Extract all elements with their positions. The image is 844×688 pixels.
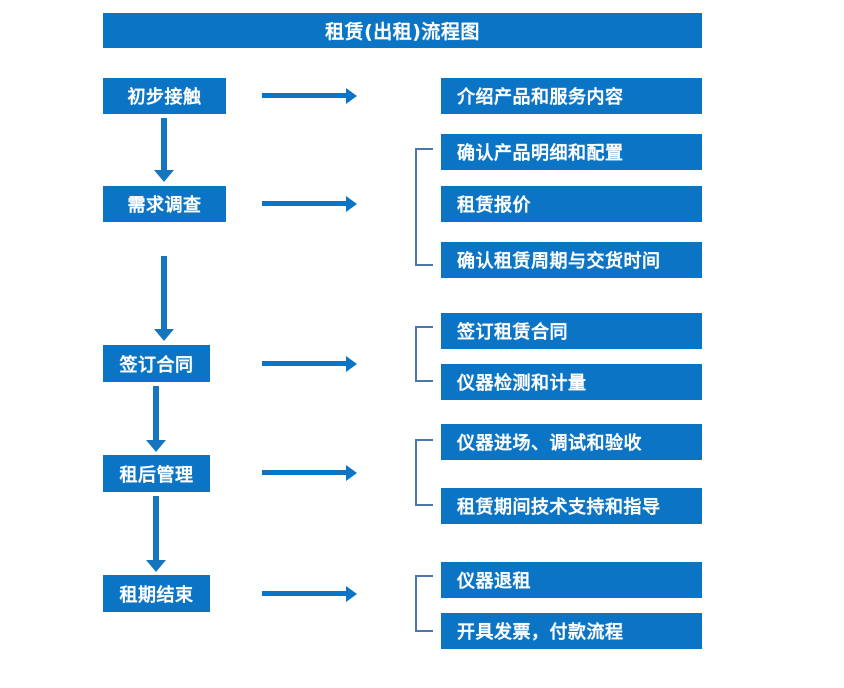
stage-label-1: 初步接触 bbox=[127, 87, 202, 108]
detail-label-10: 开具发票，付款流程 bbox=[457, 622, 624, 643]
horizontal-arrow-4 bbox=[262, 464, 357, 482]
horizontal-arrow-3 bbox=[262, 355, 357, 373]
detail-label-4: 确认租赁周期与交货时间 bbox=[457, 251, 661, 272]
stage-label-5: 租期结束 bbox=[119, 584, 194, 606]
detail-box-6[interactable]: 仪器检测和计量 bbox=[441, 364, 702, 400]
vertical-arrow-head bbox=[154, 170, 174, 182]
vertical-arrow-2 bbox=[154, 256, 174, 341]
group-bracket-2 bbox=[415, 326, 433, 382]
vertical-arrow-shaft bbox=[153, 496, 159, 560]
stage-box-3[interactable]: 签订合同 bbox=[103, 345, 210, 382]
horizontal-arrow-5 bbox=[262, 585, 357, 603]
horizontal-arrow-1 bbox=[262, 87, 357, 105]
stage-box-4[interactable]: 租后管理 bbox=[103, 455, 210, 492]
detail-box-9[interactable]: 仪器退租 bbox=[441, 562, 702, 598]
detail-box-5[interactable]: 签订租赁合同 bbox=[441, 313, 702, 349]
horizontal-arrow-head bbox=[346, 465, 357, 481]
vertical-arrow-shaft bbox=[161, 256, 167, 329]
horizontal-arrow-head bbox=[346, 196, 357, 212]
detail-box-8[interactable]: 租赁期间技术支持和指导 bbox=[441, 488, 702, 524]
vertical-arrow-head bbox=[154, 329, 174, 341]
horizontal-arrow-head bbox=[346, 88, 357, 104]
horizontal-arrow-head bbox=[346, 356, 357, 372]
stage-box-5[interactable]: 租期结束 bbox=[103, 575, 210, 612]
detail-label-3: 租赁报价 bbox=[457, 195, 531, 216]
vertical-arrow-4 bbox=[146, 496, 166, 572]
detail-box-10[interactable]: 开具发票，付款流程 bbox=[441, 613, 702, 649]
detail-label-6: 仪器检测和计量 bbox=[457, 373, 587, 394]
detail-box-4[interactable]: 确认租赁周期与交货时间 bbox=[441, 242, 702, 278]
vertical-arrow-1 bbox=[154, 118, 174, 182]
stage-box-2[interactable]: 需求调查 bbox=[103, 186, 226, 222]
vertical-arrow-head bbox=[146, 560, 166, 572]
detail-label-7: 仪器进场、调试和验收 bbox=[457, 433, 642, 454]
group-bracket-1 bbox=[415, 148, 433, 266]
diagram-title-bar: 租赁(出租)流程图 bbox=[103, 13, 702, 48]
vertical-arrow-head bbox=[146, 440, 166, 452]
group-bracket-3 bbox=[415, 439, 433, 506]
horizontal-arrow-shaft bbox=[262, 591, 346, 596]
stage-label-4: 租后管理 bbox=[119, 464, 194, 486]
horizontal-arrow-shaft bbox=[262, 201, 346, 206]
group-bracket-4 bbox=[415, 575, 433, 632]
detail-box-1[interactable]: 介绍产品和服务内容 bbox=[441, 78, 702, 114]
detail-label-5: 签订租赁合同 bbox=[457, 322, 568, 343]
stage-box-1[interactable]: 初步接触 bbox=[103, 78, 226, 114]
vertical-arrow-3 bbox=[146, 386, 166, 452]
detail-label-2: 确认产品明细和配置 bbox=[457, 143, 624, 164]
horizontal-arrow-2 bbox=[262, 195, 357, 213]
horizontal-arrow-shaft bbox=[262, 361, 346, 366]
vertical-arrow-shaft bbox=[153, 386, 159, 440]
stage-label-3: 签订合同 bbox=[119, 354, 194, 376]
detail-box-2[interactable]: 确认产品明细和配置 bbox=[441, 134, 702, 170]
horizontal-arrow-head bbox=[346, 586, 357, 602]
horizontal-arrow-shaft bbox=[262, 93, 346, 98]
detail-label-9: 仪器退租 bbox=[457, 571, 531, 592]
detail-label-8: 租赁期间技术支持和指导 bbox=[457, 497, 661, 518]
diagram-title: 租赁(出租)流程图 bbox=[325, 21, 480, 43]
horizontal-arrow-shaft bbox=[262, 470, 346, 475]
detail-label-1: 介绍产品和服务内容 bbox=[457, 87, 624, 108]
detail-box-3[interactable]: 租赁报价 bbox=[441, 186, 702, 222]
vertical-arrow-shaft bbox=[161, 118, 167, 170]
detail-box-7[interactable]: 仪器进场、调试和验收 bbox=[441, 424, 702, 460]
stage-label-2: 需求调查 bbox=[127, 195, 202, 216]
